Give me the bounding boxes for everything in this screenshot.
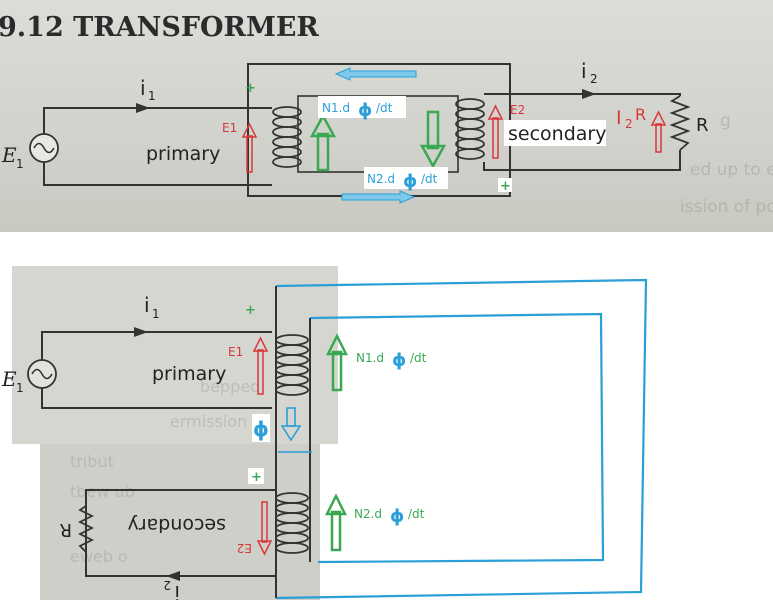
- secondary-current-subscript: 2: [163, 578, 171, 592]
- svg-text:eweb o: eweb o: [70, 547, 128, 566]
- flux-path-outer: [275, 278, 648, 600]
- resistor-label: R: [59, 519, 72, 540]
- primary-current-subscript: 1: [152, 307, 160, 321]
- secondary-label: secondary: [508, 123, 606, 145]
- secondary-current-arrow: [582, 89, 596, 99]
- primary-plus-sign: +: [245, 303, 256, 318]
- secondary-current-arrow: [166, 571, 180, 581]
- source-emf-label: E: [1, 367, 17, 391]
- svg-text:tbew ub: tbew ub: [70, 482, 135, 501]
- primary-flux-prefix: N1.d: [356, 351, 384, 365]
- load-current-label: I: [616, 107, 622, 129]
- secondary-plus-sign: +: [500, 179, 511, 194]
- phi-icon: ϕ: [358, 100, 372, 121]
- secondary-current-label: i: [581, 59, 587, 83]
- emf2-label: E2: [510, 103, 525, 117]
- bottom-circuit-svg: bepped ermission of tribut tbew ub eweb …: [1, 266, 648, 600]
- background-book-text: bepped ermission of tribut tbew ub eweb …: [70, 377, 268, 566]
- primary-label: primary: [152, 363, 226, 385]
- resistor-icon: [669, 95, 691, 151]
- primary-coil: [272, 106, 302, 168]
- resistor-icon: [77, 505, 95, 553]
- secondary-current-label: i: [174, 581, 180, 600]
- flux-arrow-bottom-icon: [341, 190, 416, 204]
- phi-label-box: [252, 414, 270, 442]
- secondary-coil: [275, 492, 309, 554]
- primary-flux-label-box: [318, 96, 406, 118]
- flux-down-arrow-icon: [280, 407, 302, 442]
- section-heading: 9.12 TRANSFORMER: [0, 12, 319, 43]
- emf2-arrow-icon: [256, 501, 273, 556]
- primary-current-label: i: [140, 76, 146, 100]
- emf2-label: E2: [237, 541, 252, 555]
- secondary-coil: [455, 98, 485, 160]
- emf1-label: E1: [228, 345, 243, 359]
- primary-plus-sign: +: [245, 81, 256, 96]
- background-book-text: g ed up to e ission of powe: [680, 111, 773, 217]
- phi-icon: ϕ: [390, 506, 404, 527]
- svg-text:g: g: [720, 111, 731, 131]
- primary-current-label: i: [144, 293, 150, 317]
- secondary-wire-bottom: [483, 150, 681, 171]
- secondary-wire: [85, 489, 276, 577]
- secondary-flux-prefix: N2.d: [367, 172, 395, 186]
- flux-path-inner: [309, 312, 605, 564]
- primary-coil: [275, 334, 309, 396]
- primary-flux-suffix: /dt: [376, 101, 393, 115]
- secondary-flux-down-arrow-icon: [419, 110, 447, 169]
- secondary-current-subscript: 2: [590, 72, 598, 86]
- primary-current-arrow: [134, 327, 148, 337]
- secondary-flux-suffix: /dt: [408, 507, 425, 521]
- primary-label: primary: [146, 143, 220, 165]
- bottom-diagram: bepped ermission of tribut tbew ub eweb …: [0, 262, 773, 600]
- svg-text:ermission of: ermission of: [170, 412, 268, 431]
- phi-icon: ϕ: [392, 350, 406, 371]
- primary-flux-prefix: N1.d: [322, 101, 350, 115]
- primary-flux-up-arrow-icon: [325, 333, 349, 392]
- secondary-flux-label-box: [364, 167, 448, 189]
- source-emf-subscript: 1: [16, 157, 24, 171]
- secondary-plus-box: [248, 468, 264, 484]
- svg-text:ission of powe: ission of powe: [680, 197, 773, 217]
- secondary-flux-up-arrow-icon: [324, 493, 348, 552]
- secondary-label: secondary: [128, 514, 226, 536]
- emf1-arrow-icon: [241, 122, 258, 173]
- emf2-arrow-icon: [487, 104, 504, 159]
- secondary-label-box: [504, 120, 606, 146]
- svg-text:ed up to e: ed up to e: [690, 160, 773, 180]
- primary-current-arrow: [136, 103, 150, 113]
- phi-icon: ϕ: [253, 417, 269, 441]
- svg-text:bepped: bepped: [200, 377, 260, 396]
- top-diagram: g ed up to e ission of powe 9.12 TRANSFO…: [0, 0, 773, 232]
- sine-wave-icon: [31, 368, 53, 380]
- primary-current-subscript: 1: [148, 89, 156, 103]
- primary-flux-suffix: /dt: [410, 351, 427, 365]
- load-current-subscript: 2: [625, 117, 633, 131]
- load-current-arrow-icon: [650, 110, 667, 153]
- secondary-flux-suffix: /dt: [421, 172, 438, 186]
- source-emf-label: E: [1, 143, 17, 167]
- load-current-resistance: R: [635, 105, 646, 124]
- phi-icon: ϕ: [403, 171, 417, 192]
- sine-wave-icon: [33, 142, 55, 154]
- resistor-label: R: [696, 115, 709, 136]
- emf1-arrow-icon: [252, 336, 269, 395]
- top-circuit-svg: g ed up to e ission of powe 9.12 TRANSFO…: [0, 12, 773, 217]
- svg-text:tribut: tribut: [70, 452, 114, 471]
- secondary-plus-sign: +: [251, 470, 262, 485]
- secondary-flux-prefix: N2.d: [354, 507, 382, 521]
- flux-arrow-top-icon: [334, 67, 417, 81]
- source-emf-subscript: 1: [16, 381, 24, 395]
- secondary-wire-top: [484, 93, 681, 96]
- secondary-plus-box: [498, 178, 512, 192]
- emf1-label: E1: [222, 121, 237, 135]
- primary-flux-up-arrow-icon: [309, 113, 337, 172]
